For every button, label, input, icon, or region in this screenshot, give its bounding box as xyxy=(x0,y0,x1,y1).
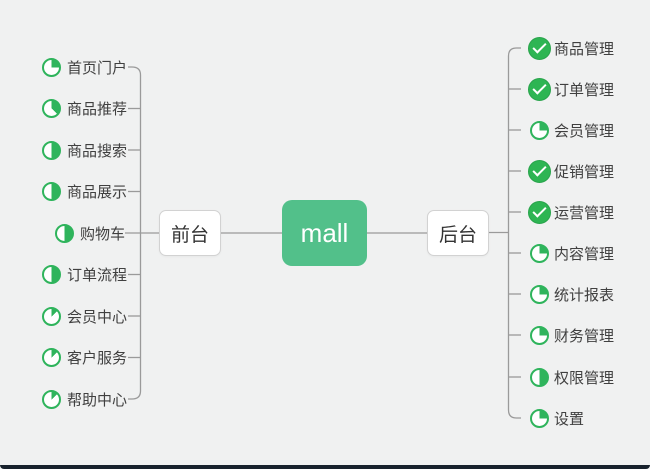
progress-pie-icon xyxy=(527,367,551,387)
topic-front-0[interactable]: 首页门户 xyxy=(41,55,127,79)
topic-label: 内容管理 xyxy=(554,245,615,263)
topic-label: 运营管理 xyxy=(554,204,615,222)
progress-pie-icon xyxy=(41,265,61,284)
topic-label: 统计报表 xyxy=(554,286,615,304)
progress-pie-icon xyxy=(41,182,61,201)
check-icon xyxy=(527,200,551,224)
topic-front-4[interactable]: 购物车 xyxy=(54,221,125,245)
progress-pie-icon xyxy=(41,140,61,160)
topic-label: 促销管理 xyxy=(554,163,615,181)
branch-topic-back[interactable]: 后台 xyxy=(427,210,489,256)
topic-back-1[interactable]: 订单管理 xyxy=(527,77,614,101)
progress-pie-icon xyxy=(41,99,61,118)
topic-front-5[interactable]: 订单流程 xyxy=(41,263,127,287)
branch-topic-front[interactable]: 前台 xyxy=(159,210,221,256)
topic-label: 商品展示 xyxy=(67,184,128,201)
topic-back-4[interactable]: 运营管理 xyxy=(527,200,614,224)
branch-topic-label: 前台 xyxy=(170,224,209,246)
topic-front-3[interactable]: 商品展示 xyxy=(41,180,127,204)
progress-pie-icon xyxy=(41,348,61,367)
root-topic-mall[interactable]: mall xyxy=(282,200,367,266)
topic-front-7[interactable]: 客户服务 xyxy=(41,346,127,370)
topic-label: 订单管理 xyxy=(554,81,615,99)
topic-label: 购物车 xyxy=(80,225,126,243)
topic-back-8[interactable]: 权限管理 xyxy=(527,365,614,389)
topic-front-1[interactable]: 商品推荐 xyxy=(41,97,127,121)
topic-back-3[interactable]: 促销管理 xyxy=(527,159,614,183)
topic-back-5[interactable]: 内容管理 xyxy=(527,241,614,265)
progress-pie-icon xyxy=(527,243,551,263)
root-topic-label: mall xyxy=(300,217,349,248)
progress-pie-icon xyxy=(527,325,551,345)
topic-label: 财务管理 xyxy=(554,327,615,345)
progress-pie-icon xyxy=(527,120,551,140)
topic-back-0[interactable]: 商品管理 xyxy=(527,36,614,60)
progress-pie-icon xyxy=(527,284,551,304)
topic-front-6[interactable]: 会员中心 xyxy=(41,304,127,328)
progress-pie-icon xyxy=(41,389,61,409)
window-bottom-edge xyxy=(0,465,650,469)
topic-label: 订单流程 xyxy=(67,267,128,284)
topic-label: 权限管理 xyxy=(554,369,615,387)
topic-back-2[interactable]: 会员管理 xyxy=(527,118,614,142)
progress-pie-icon xyxy=(527,408,551,428)
topic-label: 会员管理 xyxy=(554,122,615,140)
check-icon xyxy=(527,159,551,183)
check-icon xyxy=(527,36,551,60)
topic-label: 设置 xyxy=(554,410,585,428)
topic-label: 商品管理 xyxy=(554,40,615,58)
topic-label: 商品搜索 xyxy=(67,142,128,160)
branch-topic-label: 后台 xyxy=(438,224,477,246)
topic-back-6[interactable]: 统计报表 xyxy=(527,282,614,306)
topic-label: 首页门户 xyxy=(67,59,128,77)
topic-front-2[interactable]: 商品搜索 xyxy=(41,138,127,162)
topic-back-7[interactable]: 财务管理 xyxy=(527,323,614,347)
progress-pie-icon xyxy=(41,306,61,326)
topic-back-9[interactable]: 设置 xyxy=(527,406,584,430)
topic-label: 会员中心 xyxy=(67,308,128,326)
progress-pie-icon xyxy=(41,57,61,77)
topic-front-8[interactable]: 帮助中心 xyxy=(41,387,127,411)
topic-label: 帮助中心 xyxy=(67,391,128,409)
progress-pie-icon xyxy=(54,223,74,243)
topic-label: 商品推荐 xyxy=(67,101,128,118)
check-icon xyxy=(527,77,551,101)
topic-label: 客户服务 xyxy=(67,350,128,367)
